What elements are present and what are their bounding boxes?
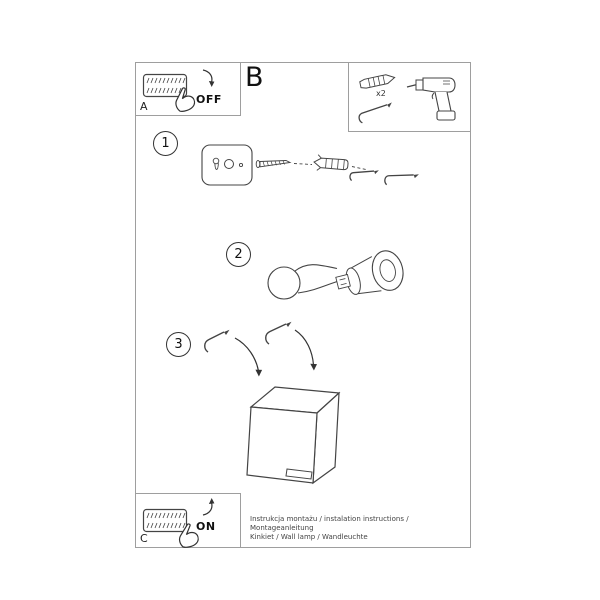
hand-icon: [174, 520, 200, 549]
anchor-quantity-label: x2: [376, 89, 386, 98]
step-2-illustration-wiring: [248, 241, 420, 309]
light-switch-icon: [142, 506, 192, 536]
footer-text: Instrukcja montażu / instalation instruc…: [250, 515, 470, 542]
on-label: ON: [196, 520, 216, 533]
mounting-hook-icon: [354, 98, 397, 125]
step-1-number: 1: [161, 136, 170, 151]
step-3-badge: 3: [166, 332, 191, 357]
light-switch-icon: [142, 71, 192, 101]
hand-icon: [169, 84, 197, 115]
flip-down-arrow-icon: [200, 68, 216, 88]
panel-c-label: C: [140, 532, 148, 545]
panel-c-switch-on: ON C: [136, 493, 241, 549]
panel-a-switch-off: OFF A: [136, 63, 241, 116]
section-b-label: B: [245, 62, 264, 93]
footer-line-1: Instrukcja montażu / instalation instruc…: [250, 515, 409, 532]
tools-panel: x2: [348, 63, 470, 132]
wall-plug-anchor-icon: [355, 67, 400, 95]
flip-up-arrow-icon: [200, 497, 216, 517]
step-3-illustration-shade-mounting: [191, 319, 423, 499]
step-1-badge: 1: [153, 131, 178, 156]
step-2-badge: 2: [226, 242, 251, 267]
instruction-sheet: OFF A B x2: [135, 62, 471, 548]
step-3-number: 3: [174, 337, 183, 352]
step-1-illustration-mounting-plate: [194, 139, 466, 201]
step-2-number: 2: [234, 247, 243, 262]
off-label: OFF: [196, 93, 222, 106]
footer-line-2: Kinkiet / Wall lamp / Wandleuchte: [250, 533, 368, 541]
drill-icon: [405, 69, 463, 125]
panel-a-label: A: [140, 100, 148, 113]
